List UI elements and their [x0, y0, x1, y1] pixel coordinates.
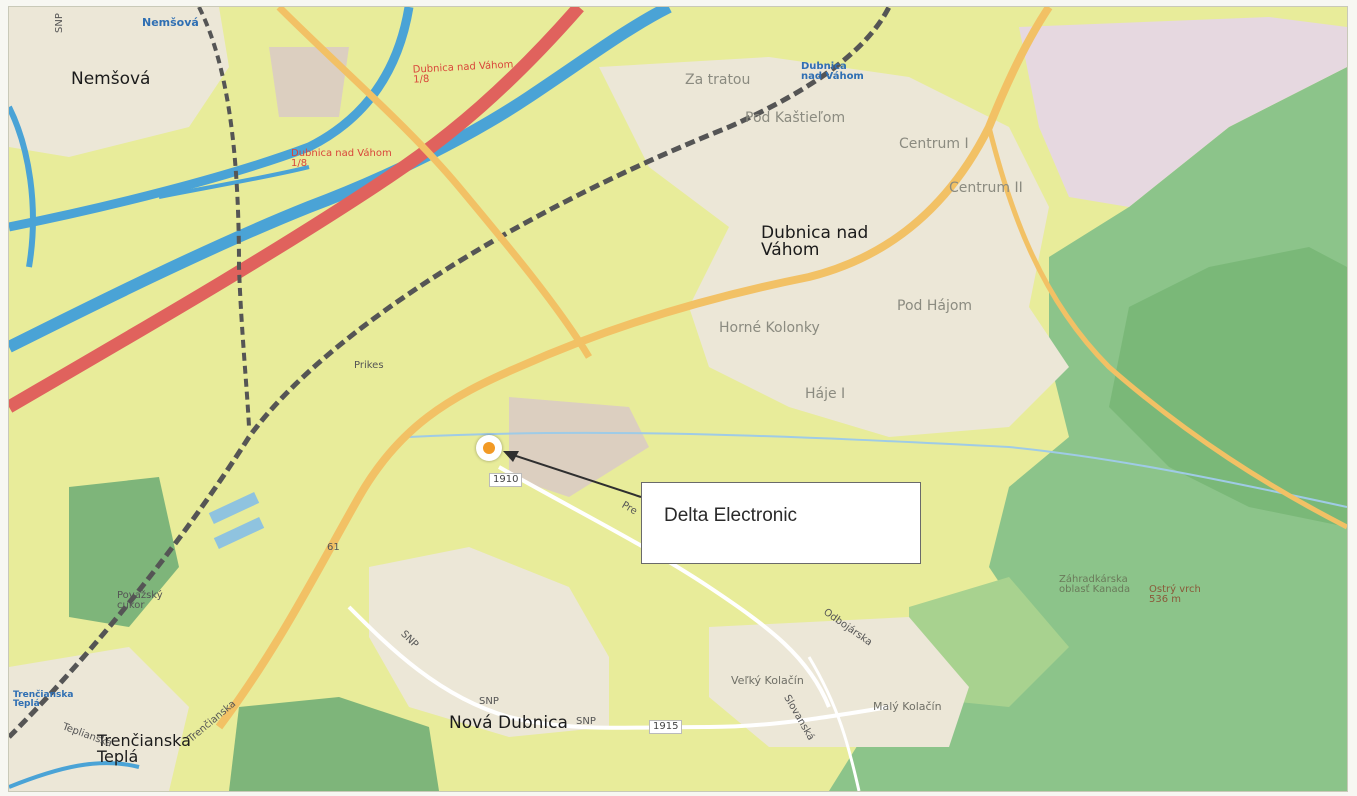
road-number-1910: 1910: [489, 473, 523, 487]
urban-nova-dubnica: [369, 547, 609, 737]
street-snp-3: SNP: [479, 696, 499, 707]
urban-trencianska-tepla: [9, 647, 189, 791]
road-north: [276, 7, 593, 359]
label-pod-kastielom: Pod Kaštieľom: [745, 110, 846, 126]
railway-branch: [197, 7, 251, 428]
forest-east-dense: [1109, 247, 1347, 527]
label-maly-kolacin: Malý Kolačín: [873, 700, 942, 713]
label-prikes: Prikes: [354, 360, 384, 371]
highway-d1: [9, 7, 584, 413]
forest-south: [229, 697, 439, 791]
railway-main: [9, 7, 892, 739]
label-nova-dubnica[interactable]: Nová Dubnica: [449, 713, 568, 733]
callout-box: Delta Electronic: [641, 482, 921, 564]
label-dubnica-water: Dubnica nad Váhom: [801, 61, 864, 82]
label-centrum-1: Centrum I: [899, 136, 969, 152]
forest-east: [829, 67, 1347, 791]
label-ostry-vrch: Ostrý vrch 536 m: [1149, 584, 1201, 605]
stream-west: [9, 105, 36, 268]
callout-label: Delta Electronic: [664, 505, 798, 526]
industrial-northwest: [269, 47, 349, 117]
label-povazsky-cukor: Považský cukor: [117, 590, 163, 611]
label-pod-hajom: Pod Hájom: [897, 298, 973, 314]
river-channel: [9, 7, 414, 232]
label-nemsova-small: Nemšová: [142, 16, 199, 29]
label-haje-1: Háje I: [805, 386, 846, 402]
street-snp-4: SNP: [576, 716, 596, 727]
street-snp-1: SNP: [54, 13, 65, 33]
callout-pointer-line: [506, 452, 642, 498]
industrial-north: [1019, 17, 1347, 207]
industrial-delta: [509, 397, 649, 497]
callout-arrowhead: [503, 451, 519, 462]
label-zahradkarska: Záhradkárska oblasť Kanada: [1059, 574, 1131, 595]
label-dubnica[interactable]: Dubnica nad Váhom: [761, 223, 869, 260]
urban-nemsova: [9, 7, 229, 157]
map-view[interactable]: Nemšová Nemšová Dubnica nad Váhom Dubnic…: [8, 6, 1348, 792]
urban-kolacin: [709, 617, 969, 747]
label-horne-kolonky: Horné Kolonky: [719, 320, 820, 336]
urban-dubnica: [599, 57, 1069, 437]
map-canvas: [9, 7, 1347, 791]
road-number-61: 61: [327, 542, 340, 553]
label-nemsova[interactable]: Nemšová: [71, 69, 151, 89]
location-marker[interactable]: [476, 435, 502, 461]
road-number-1915: 1915: [649, 720, 683, 734]
label-trencianska-tepla[interactable]: Trenčianska Teplá: [97, 731, 191, 766]
label-velky-kolacin: Veľký Kolačín: [731, 674, 804, 687]
label-centrum-2: Centrum II: [949, 180, 1023, 196]
label-trencianska-tepla-small: Trenčianska Teplá: [13, 690, 74, 709]
label-za-tratou: Za tratou: [685, 72, 751, 88]
forest-west: [69, 477, 179, 627]
location-marker-dot: [483, 442, 495, 454]
label-highway-2: Dubnica nad Váhom 1/8: [291, 148, 392, 169]
